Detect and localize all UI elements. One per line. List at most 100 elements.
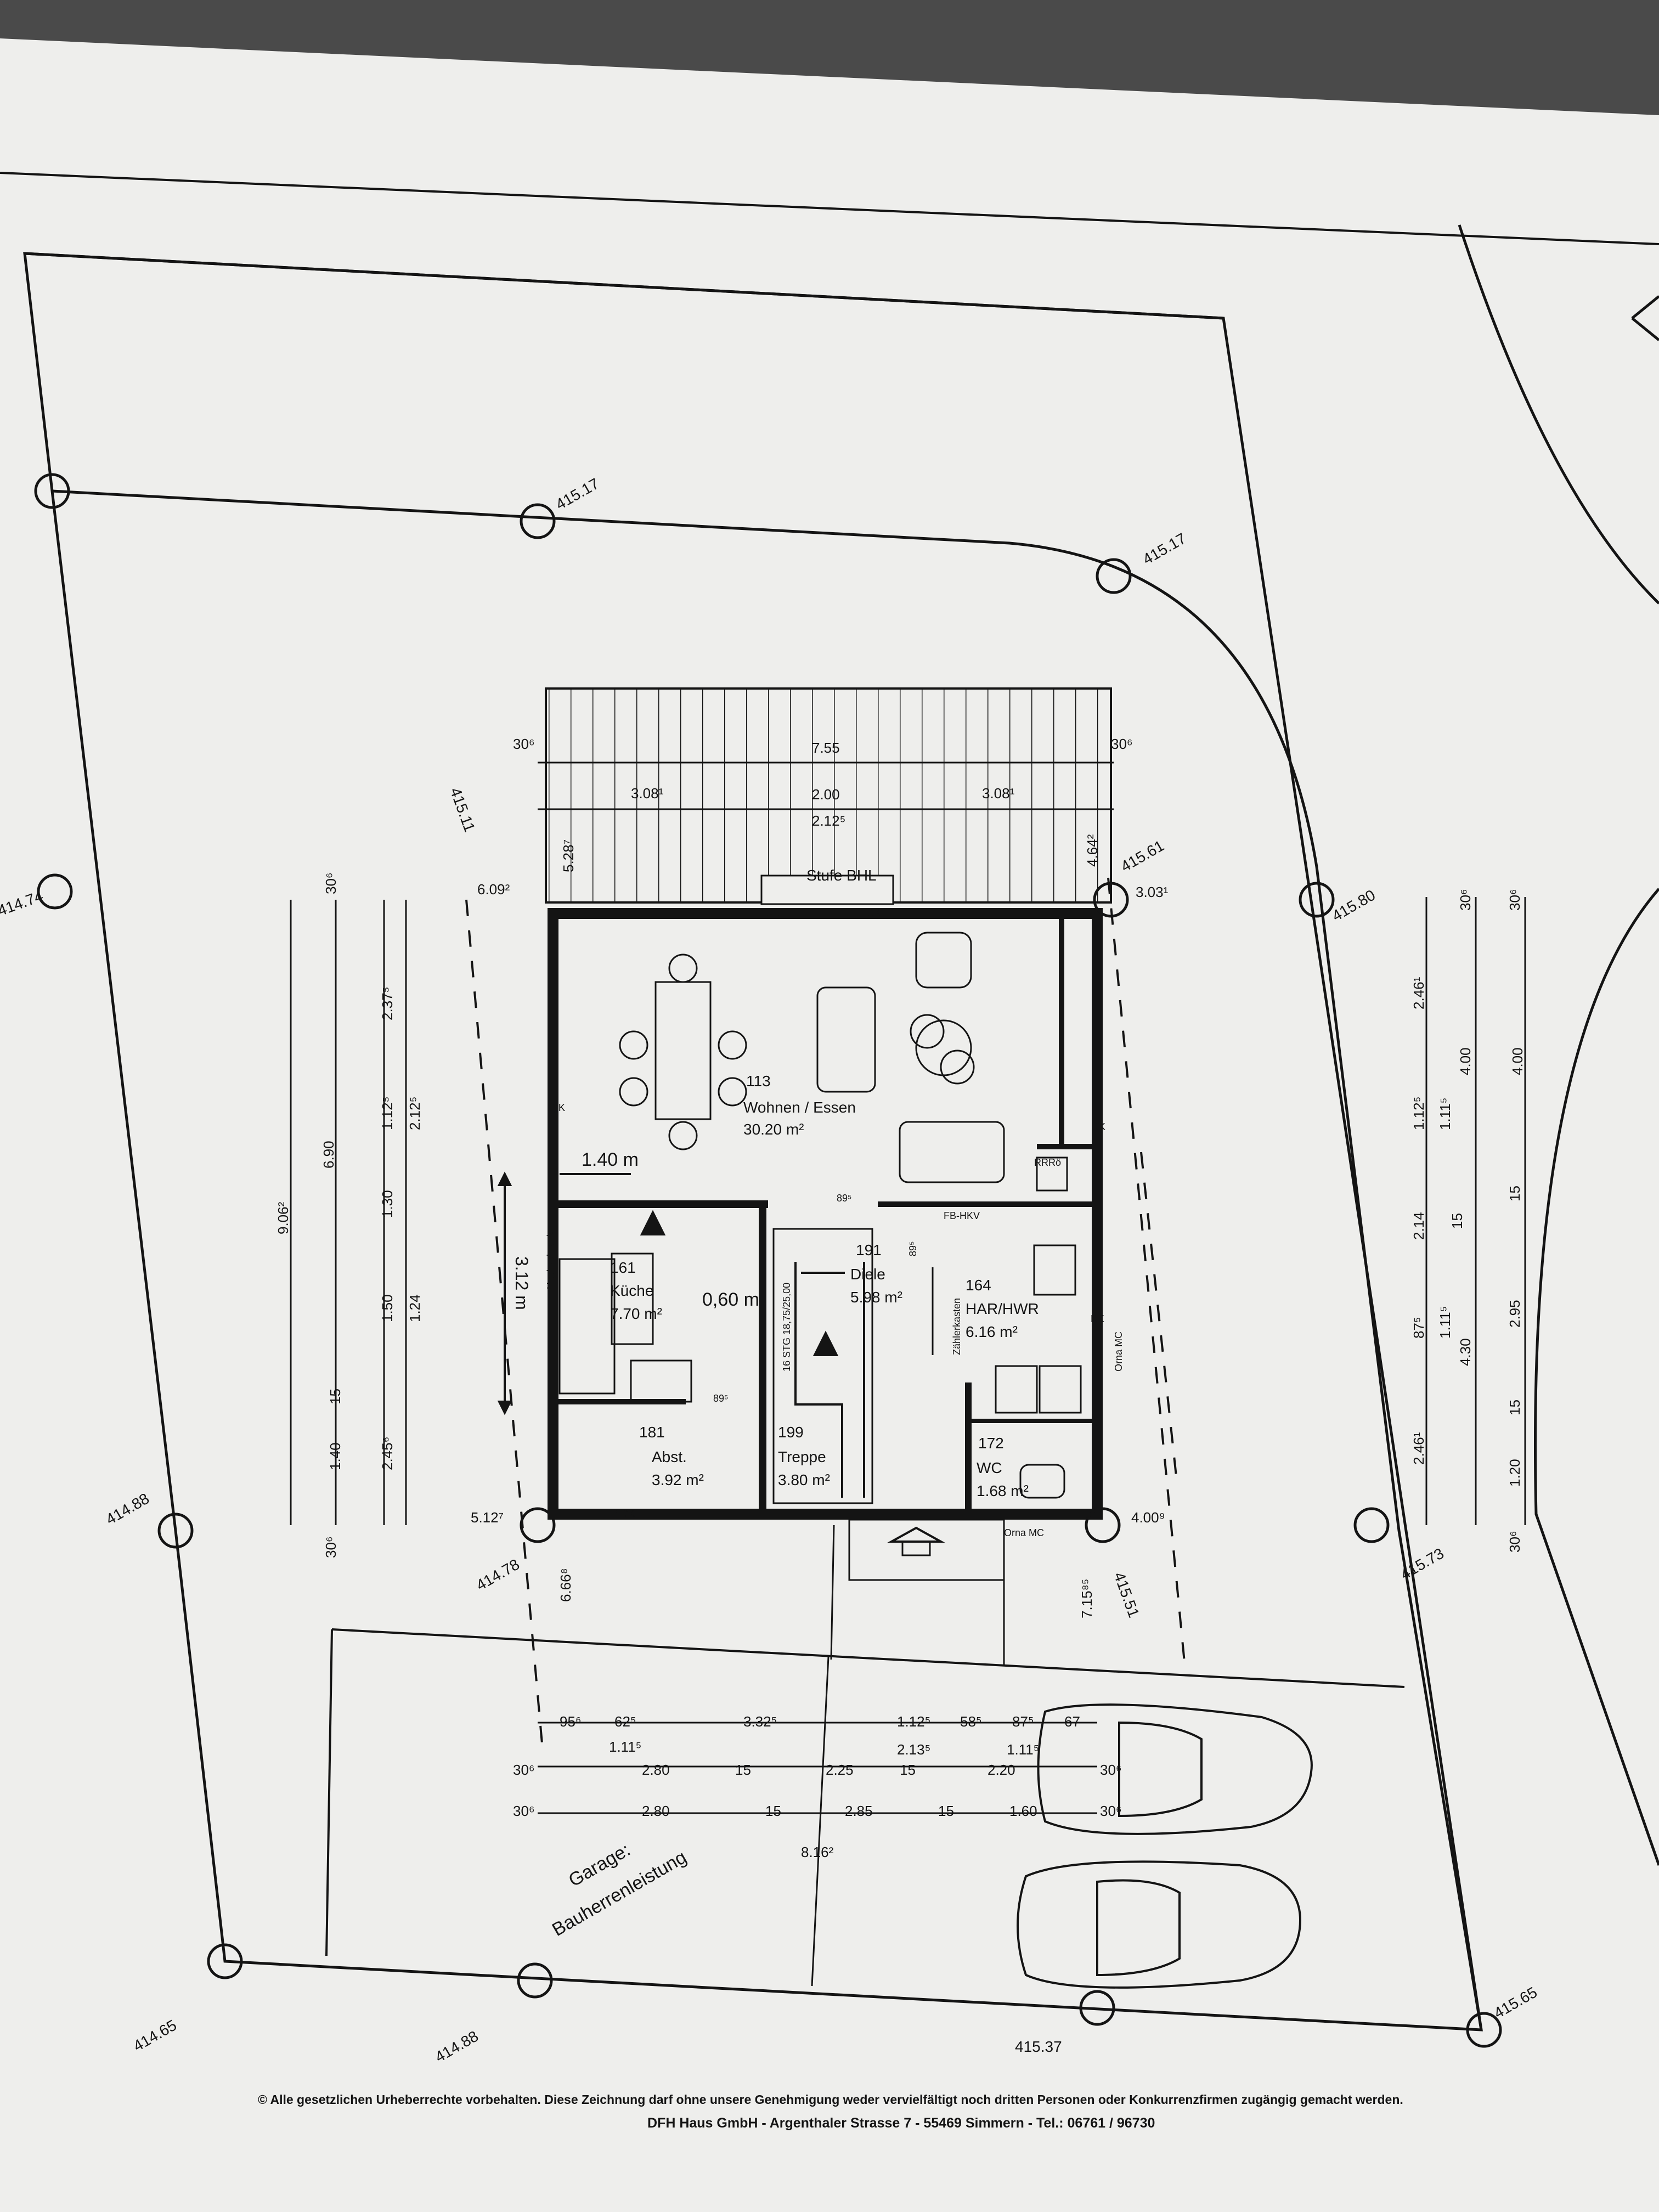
dim-bottom-2-5: 2.20 xyxy=(988,1762,1015,1778)
room-name-kueche: Küche xyxy=(610,1282,653,1299)
dim-bottom-0-0: 95⁶ xyxy=(560,1713,582,1730)
kitchen-counter xyxy=(558,1258,616,1395)
dim-bottom-3-5: 1.60 xyxy=(1009,1803,1037,1819)
label-dk-4: DK xyxy=(1092,1121,1105,1132)
label-dk-2: DK xyxy=(867,907,881,918)
dim-bottom-2-6: 30⁶ xyxy=(1100,1762,1122,1778)
dim-bottom-0-4: 58⁵ xyxy=(960,1713,982,1730)
driveway-outline xyxy=(325,1629,333,1956)
room-name-diele: Diele xyxy=(850,1266,885,1283)
room-area-diele: 5.98 m² xyxy=(850,1289,902,1306)
label-orna-mc-2: Orna MC xyxy=(1004,1527,1044,1538)
room-area-har: 6.16 m² xyxy=(966,1323,1018,1340)
room-area-kueche: 7.70 m² xyxy=(610,1305,662,1322)
room-name-treppe: Treppe xyxy=(778,1448,826,1465)
dim-right-7: 15 xyxy=(1506,1186,1523,1201)
room-number-abst: 181 xyxy=(639,1424,665,1441)
dim-right-12: 15 xyxy=(1506,1400,1523,1415)
dim-right-5: 2.14 xyxy=(1410,1212,1427,1240)
dim-inner-2: 0,60 m xyxy=(702,1289,759,1310)
toilet xyxy=(1019,1464,1065,1499)
dim-bottom-2-0: 30⁶ xyxy=(513,1762,535,1778)
dim-bottom-2-3: 2.25 xyxy=(826,1762,854,1778)
dim-bottom-2-1: 2.80 xyxy=(642,1762,670,1778)
cars xyxy=(1017,1703,1313,1989)
room-number-wc: 172 xyxy=(978,1435,1004,1452)
room-name-wc: WC xyxy=(977,1459,1002,1476)
dimension-lines xyxy=(290,761,1526,1814)
dim-inner-4: 89⁵ xyxy=(837,1193,851,1204)
room-number-treppe: 199 xyxy=(778,1424,804,1441)
label-dk-1: DK xyxy=(765,907,779,918)
dim-side-8: 7.15⁸⁵ xyxy=(1079,1579,1095,1618)
dim-inner-3: 3.12 m xyxy=(512,1256,532,1310)
dim-right-3: 1.12⁵ xyxy=(1410,1097,1427,1130)
dim-right-17: 30⁶ xyxy=(1506,1531,1523,1553)
room-number-kueche: 161 xyxy=(610,1259,636,1276)
dim-right-13: 2.46¹ xyxy=(1410,1432,1427,1465)
dim-left-6: 1.50 xyxy=(379,1294,396,1322)
dim-left-12: 30⁶ xyxy=(323,1536,339,1558)
label-hochschrank: Hochschrank xyxy=(545,1231,556,1289)
stove xyxy=(611,1252,654,1345)
dim-bottom-1-2: 1.11⁵ xyxy=(1007,1741,1039,1758)
dim-right-15: 30⁶ xyxy=(1457,889,1474,911)
label-orna-mc-1: Orna MC xyxy=(1113,1331,1124,1372)
dim-bottom-0-2: 3.32⁵ xyxy=(743,1713,777,1730)
room-area-abst: 3.92 m² xyxy=(652,1471,704,1488)
dim-right-4: 1.11⁵ xyxy=(1437,1098,1453,1130)
room-area-wc: 1.68 m² xyxy=(977,1482,1029,1499)
dim-bottom-0-3: 1.12⁵ xyxy=(897,1713,930,1730)
dim-bottom-3-1: 2.80 xyxy=(642,1803,670,1819)
armchair xyxy=(915,932,972,989)
dim-bottom-0-1: 62⁵ xyxy=(614,1713,636,1730)
footer-copyright: © Alle gesetzlichen Urheberrechte vorbeh… xyxy=(258,2092,1403,2107)
dim-right-2: 4.00 xyxy=(1509,1047,1526,1075)
label-edk: EDK xyxy=(614,1508,635,1519)
room-number-har: 164 xyxy=(966,1277,991,1294)
label-rrr: RRRö xyxy=(1034,1157,1061,1168)
sofa xyxy=(816,986,876,1093)
label-dk-3: DK xyxy=(551,1102,565,1113)
house-walls xyxy=(548,908,1103,1520)
dim-side-4: 3.03¹ xyxy=(1136,884,1169,900)
dim-bottom-2-2: 15 xyxy=(735,1762,751,1778)
dim-side-7: 6.66⁸ xyxy=(557,1568,574,1602)
dim-right-1: 4.00 xyxy=(1457,1047,1474,1075)
label-stufe: Stufe BHL xyxy=(806,867,877,884)
room-number-diele: 191 xyxy=(856,1242,882,1259)
dim-top-2: 2.00 xyxy=(812,786,840,803)
dim-bottom-4-0: 8.16² xyxy=(801,1844,834,1860)
dim-right-0: 2.46¹ xyxy=(1410,977,1427,1009)
label-stairs: 16 STG 18,75/25,00 xyxy=(781,1283,792,1372)
dim-left-5: 1.30 xyxy=(379,1190,396,1218)
paper-sheet xyxy=(0,38,1659,2212)
dim-right-10: 4.30 xyxy=(1457,1338,1474,1366)
dim-top-3: 2.12⁵ xyxy=(812,812,845,829)
dim-inner-5: 89⁵ xyxy=(713,1393,728,1404)
dim-left-11: 30⁶ xyxy=(323,872,339,894)
footer-company: DFH Haus GmbH - Argenthaler Strasse 7 - … xyxy=(647,2115,1155,2131)
dim-side-1: 5.28⁷ xyxy=(560,839,577,872)
label-fb-hkv: FB-HKV xyxy=(944,1210,980,1221)
staircase xyxy=(772,1228,873,1504)
dim-bottom-3-6: 30⁶ xyxy=(1100,1803,1122,1819)
dim-right-8: 87⁵ xyxy=(1410,1317,1427,1339)
room-name-har: HAR/HWR xyxy=(966,1300,1039,1317)
dim-left-7: 1.24 xyxy=(407,1294,423,1322)
dim-right-11: 2.95 xyxy=(1506,1300,1523,1328)
dim-side-6: 4.00⁹ xyxy=(1131,1509,1165,1526)
room-area-treppe: 3.80 m² xyxy=(778,1471,830,1488)
street-edge xyxy=(52,489,1483,2030)
dim-bottom-3-4: 15 xyxy=(938,1803,954,1819)
dim-inner-1: 1.40 m xyxy=(582,1149,639,1170)
dim-left-2: 2.37⁵ xyxy=(379,987,396,1020)
dim-right-16: 30⁶ xyxy=(1506,889,1523,911)
dim-bottom-0-5: 87⁵ xyxy=(1012,1713,1034,1730)
dim-top-6: 30⁶ xyxy=(1111,736,1133,752)
dim-right-9: 1.11⁵ xyxy=(1437,1306,1453,1339)
dim-bottom-1-1: 2.13⁵ xyxy=(897,1741,930,1758)
dim-bottom-2-4: 15 xyxy=(900,1762,916,1778)
dim-bottom-0-6: 67 xyxy=(1064,1713,1080,1730)
